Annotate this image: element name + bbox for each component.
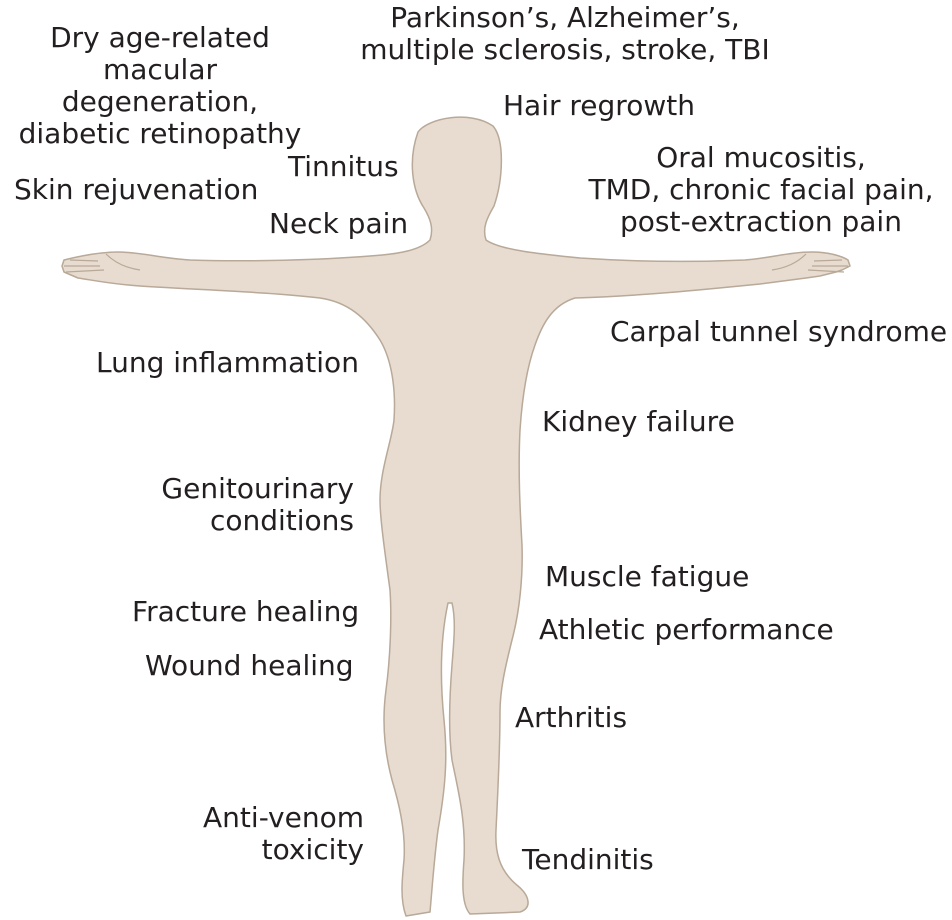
label-tinnitus: Tinnitus [288, 150, 399, 183]
right-finger-lines [807, 259, 848, 273]
left-thumb-line [105, 253, 141, 271]
label-carpal-tunnel: Carpal tunnel syndrome [610, 315, 948, 348]
label-arthritis: Arthritis [515, 701, 628, 734]
right-thumb-line [771, 253, 807, 271]
label-kidney-failure: Kidney failure [542, 405, 735, 438]
label-lung-inflammation: Lung inflammation [96, 346, 359, 379]
label-muscle-fatigue: Muscle fatigue [545, 560, 750, 593]
label-anti-venom: Anti-venom toxicity [203, 801, 364, 866]
body-outline [61, 116, 851, 917]
left-finger-lines [64, 259, 105, 273]
label-skin-rejuvenation: Skin rejuvenation [14, 173, 259, 206]
label-neck-pain: Neck pain [269, 207, 409, 240]
label-oral-facial-pain: Oral mucositis, TMD, chronic facial pain… [588, 141, 934, 238]
label-genitourinary: Genitourinary conditions [161, 472, 354, 537]
label-eye-conditions: Dry age-related macular degeneration, di… [18, 21, 302, 150]
label-wound-healing: Wound healing [145, 649, 354, 682]
label-neurological-conditions: Parkinson’s, Alzheimer’s, multiple scler… [360, 1, 770, 66]
label-tendinitis: Tendinitis [522, 843, 654, 876]
label-hair-regrowth: Hair regrowth [503, 89, 695, 122]
label-athletic-performance: Athletic performance [539, 613, 834, 646]
label-fracture-healing: Fracture healing [132, 595, 360, 628]
